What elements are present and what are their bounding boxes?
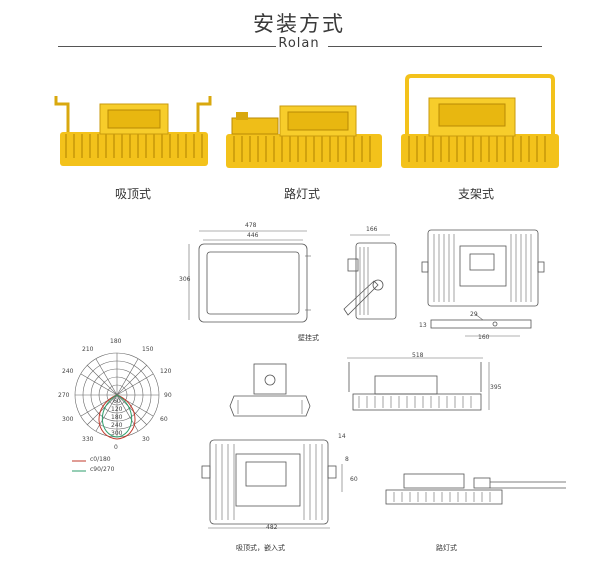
polar-label-0: 0: [114, 444, 118, 451]
caption-ceiling-embedded: 吸顶式，嵌入式: [236, 544, 285, 552]
drawing-bracket: [430, 313, 532, 337]
polar-label-60: 60: [160, 416, 168, 423]
polar-radial-60: 60: [113, 398, 121, 405]
dim-bracket-2: 13: [419, 322, 427, 329]
caption-wall-mount: 壁挂式: [298, 334, 319, 342]
lamp-photo-street: [226, 105, 382, 168]
dim-mid-width: 518: [412, 352, 424, 359]
dim-bottom-width: 482: [266, 524, 278, 531]
dim-bottom-d1: 8: [345, 456, 349, 463]
polar-diagram: [74, 352, 160, 440]
polar-label-30: 30: [142, 436, 150, 443]
polar-label-270: 270: [58, 392, 70, 399]
drawing-side-view: [343, 234, 397, 320]
lamp-photo-bracket: [401, 74, 559, 168]
polar-label-330: 330: [82, 436, 94, 443]
polar-radial-120: 120: [111, 406, 123, 413]
polar-label-90: 90: [164, 392, 172, 399]
drawing-front-view: [188, 230, 311, 323]
dim-front-outer: 478: [245, 222, 257, 229]
dim-bracket-1: 29: [470, 311, 478, 318]
drawing-front-small: [229, 363, 311, 417]
dim-bracket-3: 160: [478, 334, 490, 341]
dim-bottom-edge: 14: [338, 433, 346, 440]
dim-mid-height: 395: [490, 384, 502, 391]
polar-label-120: 120: [160, 368, 172, 375]
caption-bracket-photo: 支架式: [457, 187, 494, 201]
polar-radial-300: 300: [111, 430, 123, 437]
legend-swatch-c0: [72, 460, 86, 462]
polar-radial-180: 180: [111, 414, 123, 421]
polar-radial-240: 240: [111, 422, 123, 429]
title-rule-right: [328, 46, 542, 47]
drawing-street-view: [385, 473, 566, 505]
caption-street-drawing: 路灯式: [436, 544, 457, 552]
legend-swatch-c90: [72, 470, 86, 472]
title-rule-left: [58, 46, 276, 47]
legend-c90: c90/270: [90, 466, 115, 473]
polar-label-300: 300: [62, 416, 74, 423]
caption-ceiling-photo: 吸顶式: [114, 187, 151, 201]
drawing-top-detail: [421, 229, 545, 307]
polar-label-240: 240: [62, 368, 74, 375]
polar-label-150: 150: [142, 346, 154, 353]
page-title: 安装方式: [253, 12, 345, 36]
dim-bottom-d2: 60: [350, 476, 358, 483]
page-subtitle: Rolan: [278, 36, 320, 51]
dim-side-depth: 166: [366, 226, 378, 233]
dim-front-inner: 446: [247, 232, 259, 239]
drawing-bottom-view: [201, 439, 343, 529]
lamp-photo-ceiling: [54, 96, 212, 166]
drawing-side-mid: [347, 357, 490, 411]
legend-c0: c0/180: [90, 456, 111, 463]
polar-label-210: 210: [82, 346, 94, 353]
dim-front-height: 306: [179, 276, 191, 283]
caption-street-photo: 路灯式: [283, 187, 320, 201]
polar-label-180: 180: [110, 338, 122, 345]
